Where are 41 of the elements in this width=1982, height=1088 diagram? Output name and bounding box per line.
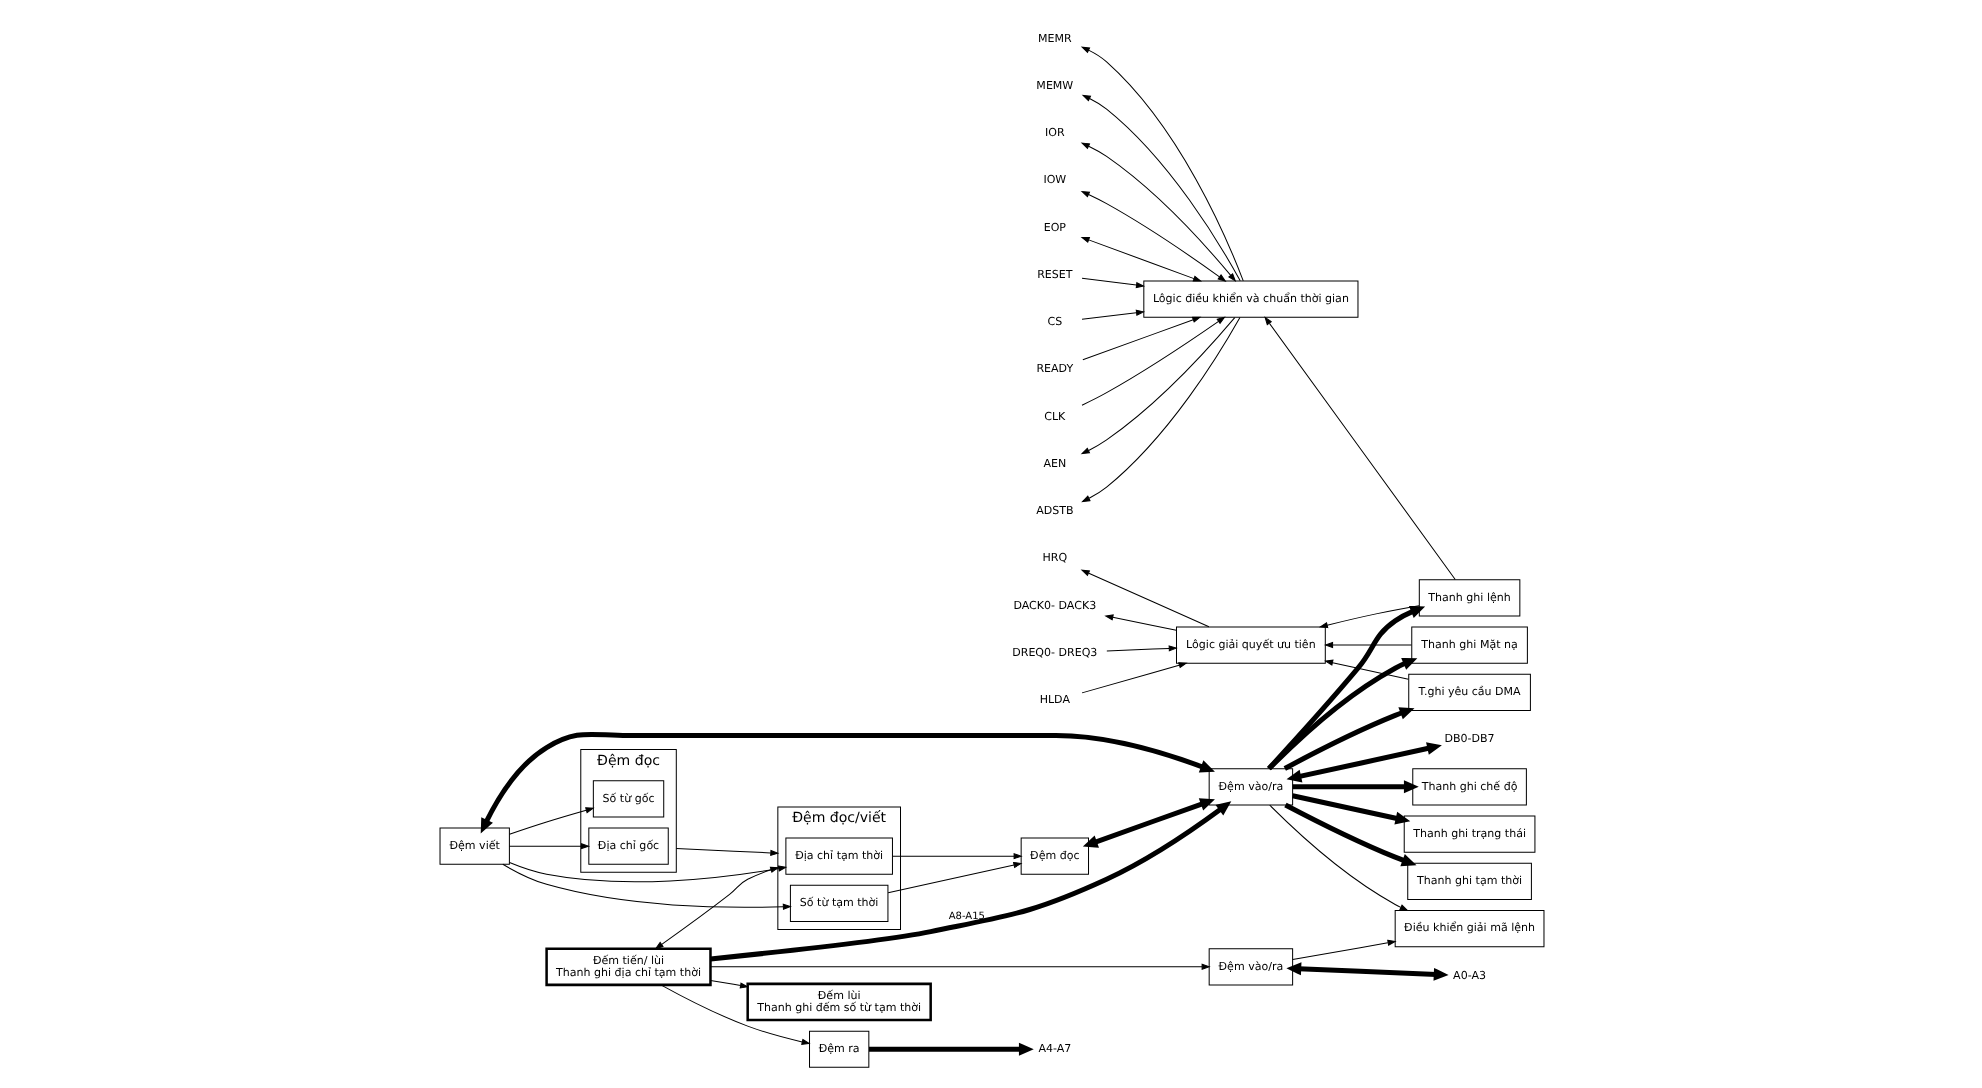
arrow — [1323, 641, 1412, 649]
arrow — [709, 963, 1210, 970]
arrow — [1291, 793, 1410, 825]
arrow — [1266, 657, 1417, 771]
arrow — [1080, 277, 1145, 289]
arrow — [674, 847, 779, 857]
arrow — [479, 731, 1214, 834]
arrow — [1291, 939, 1396, 961]
arrow — [1079, 569, 1209, 628]
arrow — [1080, 94, 1240, 282]
arrow — [1105, 645, 1177, 652]
arrow — [1283, 802, 1416, 867]
arrow — [1263, 316, 1455, 580]
arrow — [1080, 317, 1240, 503]
arrow — [709, 979, 749, 989]
arrow — [1285, 962, 1448, 981]
arrow — [868, 1042, 1033, 1056]
arrow — [659, 984, 810, 1045]
arrow — [1323, 659, 1408, 680]
arrow — [709, 801, 1231, 962]
arrow — [1079, 190, 1226, 282]
arrow — [507, 842, 590, 850]
arrow — [1079, 46, 1243, 282]
arrow — [1285, 742, 1441, 783]
arrow — [1080, 316, 1225, 406]
arrow — [1081, 316, 1201, 361]
arrow — [1079, 317, 1235, 455]
arrow — [1268, 804, 1408, 912]
arrow — [886, 862, 1022, 894]
arrow — [1265, 605, 1425, 771]
arrow — [1291, 780, 1418, 794]
arrow — [1081, 798, 1214, 848]
arrow — [1080, 662, 1187, 694]
arrow — [1079, 236, 1202, 282]
arrow — [1317, 605, 1419, 629]
arrow — [1080, 309, 1145, 320]
arrow — [891, 853, 1022, 860]
arrow — [1103, 614, 1176, 631]
arrow — [1282, 707, 1414, 771]
arrow — [1079, 142, 1236, 283]
arrow — [508, 807, 594, 835]
